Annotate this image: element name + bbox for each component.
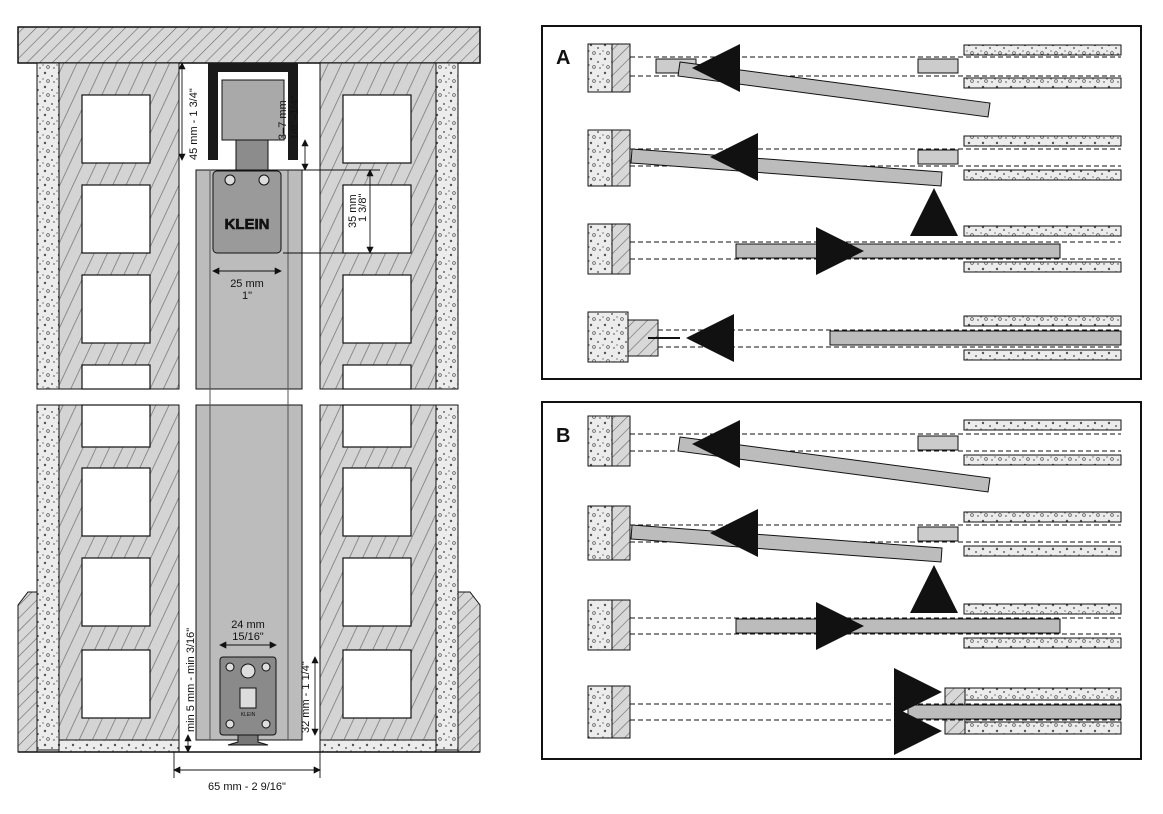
- plaster-left: [36, 62, 60, 390]
- dim-plate-width-in: 1": [242, 290, 252, 302]
- track-profile: [208, 63, 298, 171]
- plaster-left-lower: [36, 404, 60, 751]
- dim-plate-height-in: 1 3/8": [357, 194, 369, 222]
- floor-guide: KLEIN: [219, 656, 277, 746]
- panel-b-label: B: [556, 425, 570, 447]
- panel-b-step-4: [587, 668, 1122, 755]
- dim-plate-width-mm: 25 mm: [230, 278, 264, 290]
- panel-b-step-2: [587, 505, 1122, 613]
- plaster-right-lower: [435, 404, 459, 751]
- dim-plate-height-mm: 35 mm: [347, 194, 359, 228]
- skirting-right: [457, 591, 481, 753]
- dim-gap-mm: 3–7 mm: [277, 100, 289, 140]
- panel-a-step-3: [587, 223, 1122, 275]
- panel-a-step-2: [587, 129, 1122, 236]
- klein-guide-logo: KLEIN: [241, 712, 256, 718]
- plaster-right: [435, 62, 459, 390]
- panel-a-step-1: [587, 43, 1122, 118]
- panel-a-step-4: [587, 311, 1122, 363]
- dim-min-gap: min 5 mm - min 3/16": [185, 628, 197, 732]
- panel-a-label: A: [556, 47, 570, 69]
- floor-right: [319, 739, 437, 753]
- dim-total-width: 65 mm - 2 9/16": [208, 781, 286, 793]
- floor-left: [58, 739, 180, 753]
- skirting-left: [17, 591, 38, 753]
- hanger-plate: KLEIN: [212, 170, 282, 254]
- panel-a: A: [541, 25, 1142, 380]
- ceiling: [17, 26, 481, 64]
- dim-top-height: 45 mm - 1 3/4": [188, 88, 200, 160]
- cross-section-drawing: KLEIN KLEIN: [17, 26, 481, 793]
- dim-guide-width-mm: 24 mm: [231, 619, 265, 631]
- dim-guide-width-in: 15/16": [232, 631, 264, 643]
- dim-gap-in: 1/8"–1/4": [289, 95, 301, 140]
- panel-b: B: [541, 401, 1142, 760]
- panel-b-step-3: [587, 599, 1122, 651]
- panel-b-step-1: [587, 415, 1122, 493]
- dim-guide-height: 32 mm - 1 1/4": [300, 661, 312, 733]
- klein-plate-label: KLEIN: [225, 216, 270, 233]
